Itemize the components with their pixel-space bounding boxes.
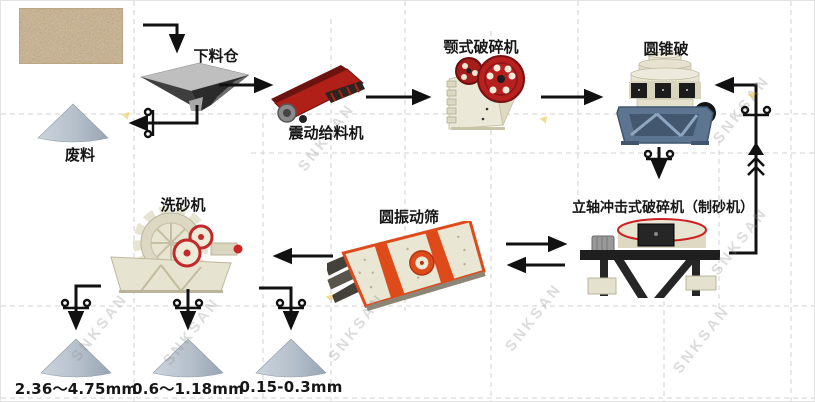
valve-cone-outlet [643,149,675,161]
sand-washer-label: 洗砂机 [160,196,206,214]
sand-maker-label: 立轴冲击式破碎机（制砂机） [572,200,754,216]
gate-valves [60,105,772,310]
vibrating-screen-label: 圆振动筛 [378,208,440,226]
waste-pile-label: 废料 [64,146,96,164]
valve-pile2 [172,298,204,310]
sand-maker-illustration [580,218,720,298]
valve-pile1 [60,298,92,310]
valve-return-line [740,105,772,117]
arrow-washer-to-pile3 [259,286,300,331]
return-line-sandmaker-to-cone [714,76,758,255]
arrow-raw-to-hopper [143,23,186,54]
hopper-label: 下料仓 [193,47,239,65]
vibrating-feeder-illustration [271,65,365,123]
cone-crusher-illustration [616,51,716,145]
jaw-crusher-label: 颚式破碎机 [443,38,519,56]
vibrating-feeder-label: 震动给料机 [288,124,364,142]
pile1-size-label: 2.36～4.75mm [14,380,138,398]
up-flow-chevron [747,142,765,176]
cone-crusher-label: 圆锥破 [643,40,689,58]
vibrating-screen-illustration [327,221,486,311]
arrow-washer-to-pile1 [67,284,101,331]
valve-waste-line [143,107,155,139]
jaw-crusher-illustration [446,55,525,130]
product-pile-illustration [152,338,224,378]
arrow-hopper-to-waste [128,105,199,132]
sand-washer-illustration [110,207,243,293]
waste-pile-illustration [37,103,109,143]
raw-material-photo [19,8,123,64]
valve-pile3 [275,298,307,310]
pile3-size-label: 0.15-0.3mm [239,378,343,396]
product-pile-illustration [40,338,112,378]
product-pile-illustration [255,338,327,378]
pile2-size-label: 0.6～1.18mm [132,380,244,398]
